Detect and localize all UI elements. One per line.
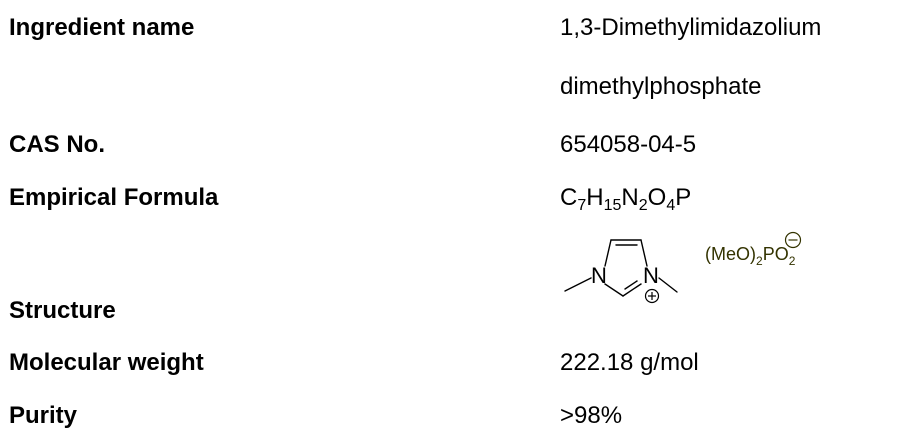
bond-n1-c2 (604, 283, 624, 297)
atom-n1: N (591, 263, 607, 288)
purity-value: >98% (560, 402, 623, 429)
bond-n3-methyl (658, 277, 678, 293)
empirical-formula-value: C7H15N2O4P (560, 184, 692, 214)
formula-c: C (560, 184, 578, 211)
anion-sub1: 2 (756, 254, 763, 268)
anion-prefix: (MeO) (705, 244, 756, 264)
formula-n: N (621, 184, 639, 211)
anion-formula: (MeO)2PO2 (705, 244, 796, 268)
molecular-weight-label: Molecular weight (9, 349, 204, 376)
anion-mid: PO (763, 244, 789, 264)
formula-h-count: 15 (603, 197, 622, 214)
formula-n-count: 2 (638, 197, 648, 214)
molecular-weight-value: 222.18 g/mol (560, 349, 699, 376)
atom-n3: N (643, 263, 659, 288)
plus-charge-icon (644, 288, 660, 304)
cas-number-label: CAS No. (9, 131, 105, 158)
imidazolium-ring (564, 239, 678, 297)
formula-h: H (586, 184, 604, 211)
formula-c-count: 7 (577, 197, 587, 214)
bond-c2-n3 (622, 283, 642, 297)
purity-label: Purity (9, 402, 78, 429)
anion-sub2: 2 (789, 254, 796, 268)
formula-p: P (675, 184, 692, 211)
formula-o-count: 4 (666, 197, 676, 214)
minus-charge-icon (784, 231, 802, 249)
formula-o: O (647, 184, 667, 211)
bond-n1-c5 (604, 239, 612, 267)
ingredient-name-value-line2: dimethylphosphate (560, 73, 762, 100)
bond-c2-n3-inner (624, 280, 638, 290)
structure-label: Structure (9, 297, 116, 324)
bond-c4-n3 (640, 239, 648, 267)
empirical-formula-label: Empirical Formula (9, 184, 219, 211)
bond-n1-methyl (564, 277, 592, 292)
ingredient-name-label: Ingredient name (9, 14, 195, 41)
ingredient-name-value-line1: 1,3-Dimethylimidazolium (560, 14, 822, 41)
structure-diagram: N N (MeO)2PO2 (564, 231, 802, 304)
cas-number-value: 654058-04-5 (560, 131, 697, 158)
